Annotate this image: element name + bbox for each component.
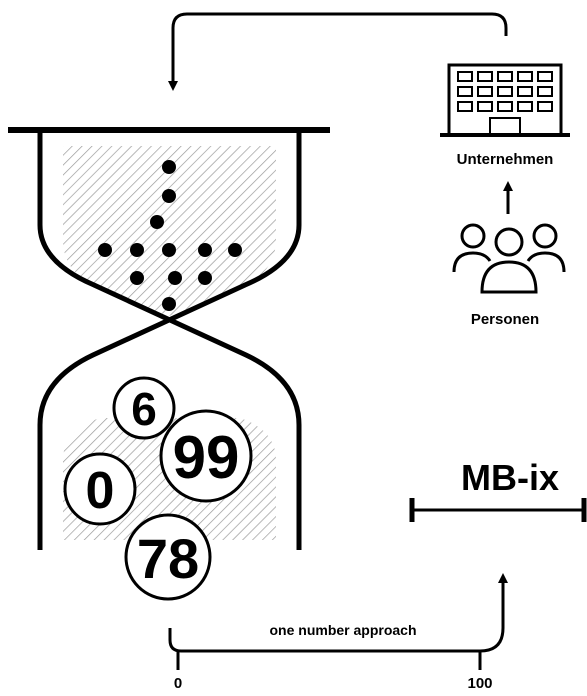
dot (168, 271, 182, 285)
dot (162, 243, 176, 257)
number-ball-99: 99 (159, 409, 253, 503)
ball-value: 0 (86, 462, 115, 520)
ball-value: 6 (131, 383, 157, 435)
number-ball-6: 6 (112, 376, 176, 440)
number-ball-78: 78 (124, 513, 212, 601)
dot (162, 297, 176, 311)
upper-sand (63, 146, 276, 316)
hourglass (8, 127, 330, 550)
persons-label: Personen (471, 311, 539, 328)
dot (162, 189, 176, 203)
hourglass-right-wall (37, 130, 302, 550)
index-title: MB-ix (461, 457, 559, 498)
dot (98, 243, 112, 257)
dot (198, 271, 212, 285)
dot (198, 243, 212, 257)
approach-arrow (168, 573, 508, 653)
ball-value: 99 (173, 424, 240, 491)
particle-dots (98, 160, 242, 311)
index-scale (409, 498, 587, 522)
building-icon (440, 63, 570, 137)
dot (150, 215, 164, 229)
dot (228, 243, 242, 257)
ball-value: 78 (137, 527, 199, 590)
number-ball-0: 0 (63, 452, 137, 526)
people-group-icon (452, 223, 566, 294)
dot (130, 271, 144, 285)
approach-label: one number approach (269, 622, 416, 638)
scale-max-label: 100 (467, 675, 492, 691)
feedback-arrow (168, 12, 508, 91)
dot (130, 243, 144, 257)
dot (162, 160, 176, 174)
company-label: Unternehmen (457, 151, 554, 168)
scale-min-label: 0 (174, 675, 182, 691)
